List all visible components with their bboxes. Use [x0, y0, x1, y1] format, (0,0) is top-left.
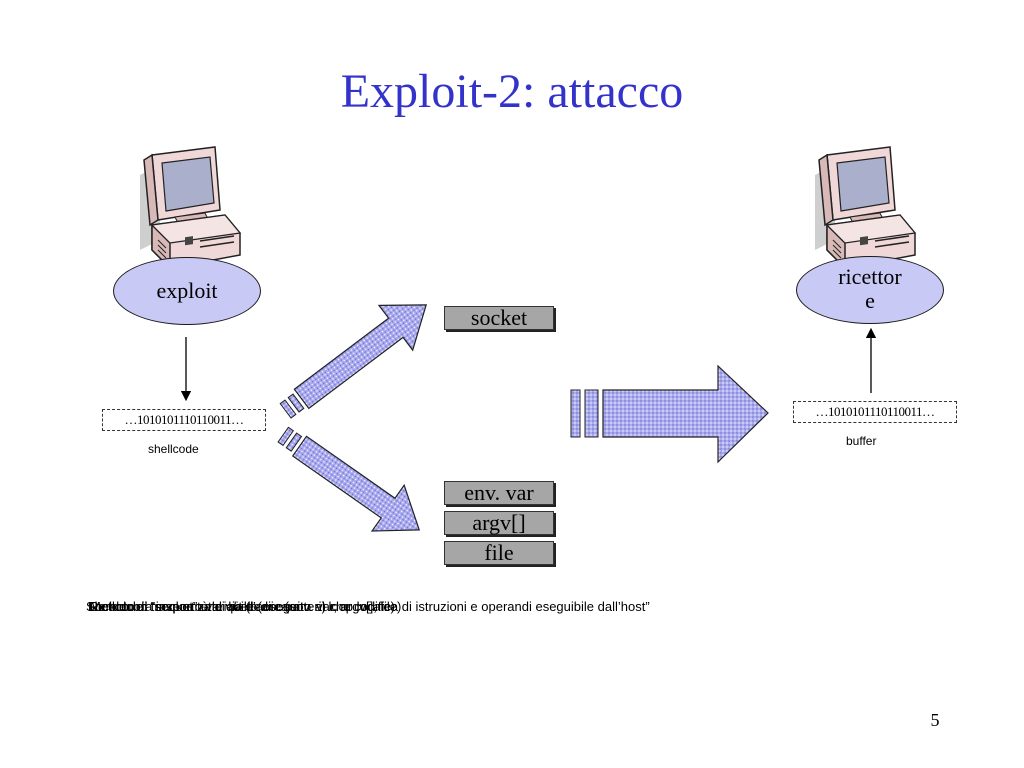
ricettore-node-label-line2: e	[865, 288, 875, 313]
computer-icon-left	[140, 146, 242, 270]
env-var-box: env. var	[444, 481, 554, 505]
arrow-to-env-var	[277, 426, 421, 532]
computer-icon-right	[815, 146, 917, 270]
note-remote: Remoto: il “socket” è la via d’accesso	[89, 599, 304, 614]
socket-box: socket	[444, 306, 554, 330]
overlapping-notes: Shellcode: “sequenza di bit (o di caratt…	[86, 598, 886, 618]
buffer-caption: buffer	[846, 434, 877, 448]
exploit-node: exploit	[113, 257, 261, 325]
exploit-node-label: exploit	[156, 278, 218, 303]
buffer-bits: …1010101110110011…	[793, 401, 957, 423]
page-number: 5	[930, 710, 940, 730]
argv-box: argv[]	[444, 511, 554, 535]
note-shellcode-definition: Shellcode: “sequenza di bit (o di caratt…	[86, 599, 650, 614]
slide-title: Exploit-2: attacco	[340, 65, 684, 118]
note-method: Metodo di trasporto variabile (eseguito …	[90, 599, 395, 614]
arrow-to-ricettore	[570, 364, 769, 464]
arrow-to-socket	[279, 304, 427, 419]
shellcode-caption: shellcode	[148, 442, 199, 456]
shellcode-bits: …1010101110110011…	[102, 409, 266, 431]
note-local: Locale: ora invece tutte quelle vie (env…	[88, 599, 402, 614]
file-box: file	[444, 541, 554, 565]
ricettore-node: ricettor e	[796, 256, 944, 324]
ricettore-node-label-line1: ricettor	[838, 264, 902, 289]
